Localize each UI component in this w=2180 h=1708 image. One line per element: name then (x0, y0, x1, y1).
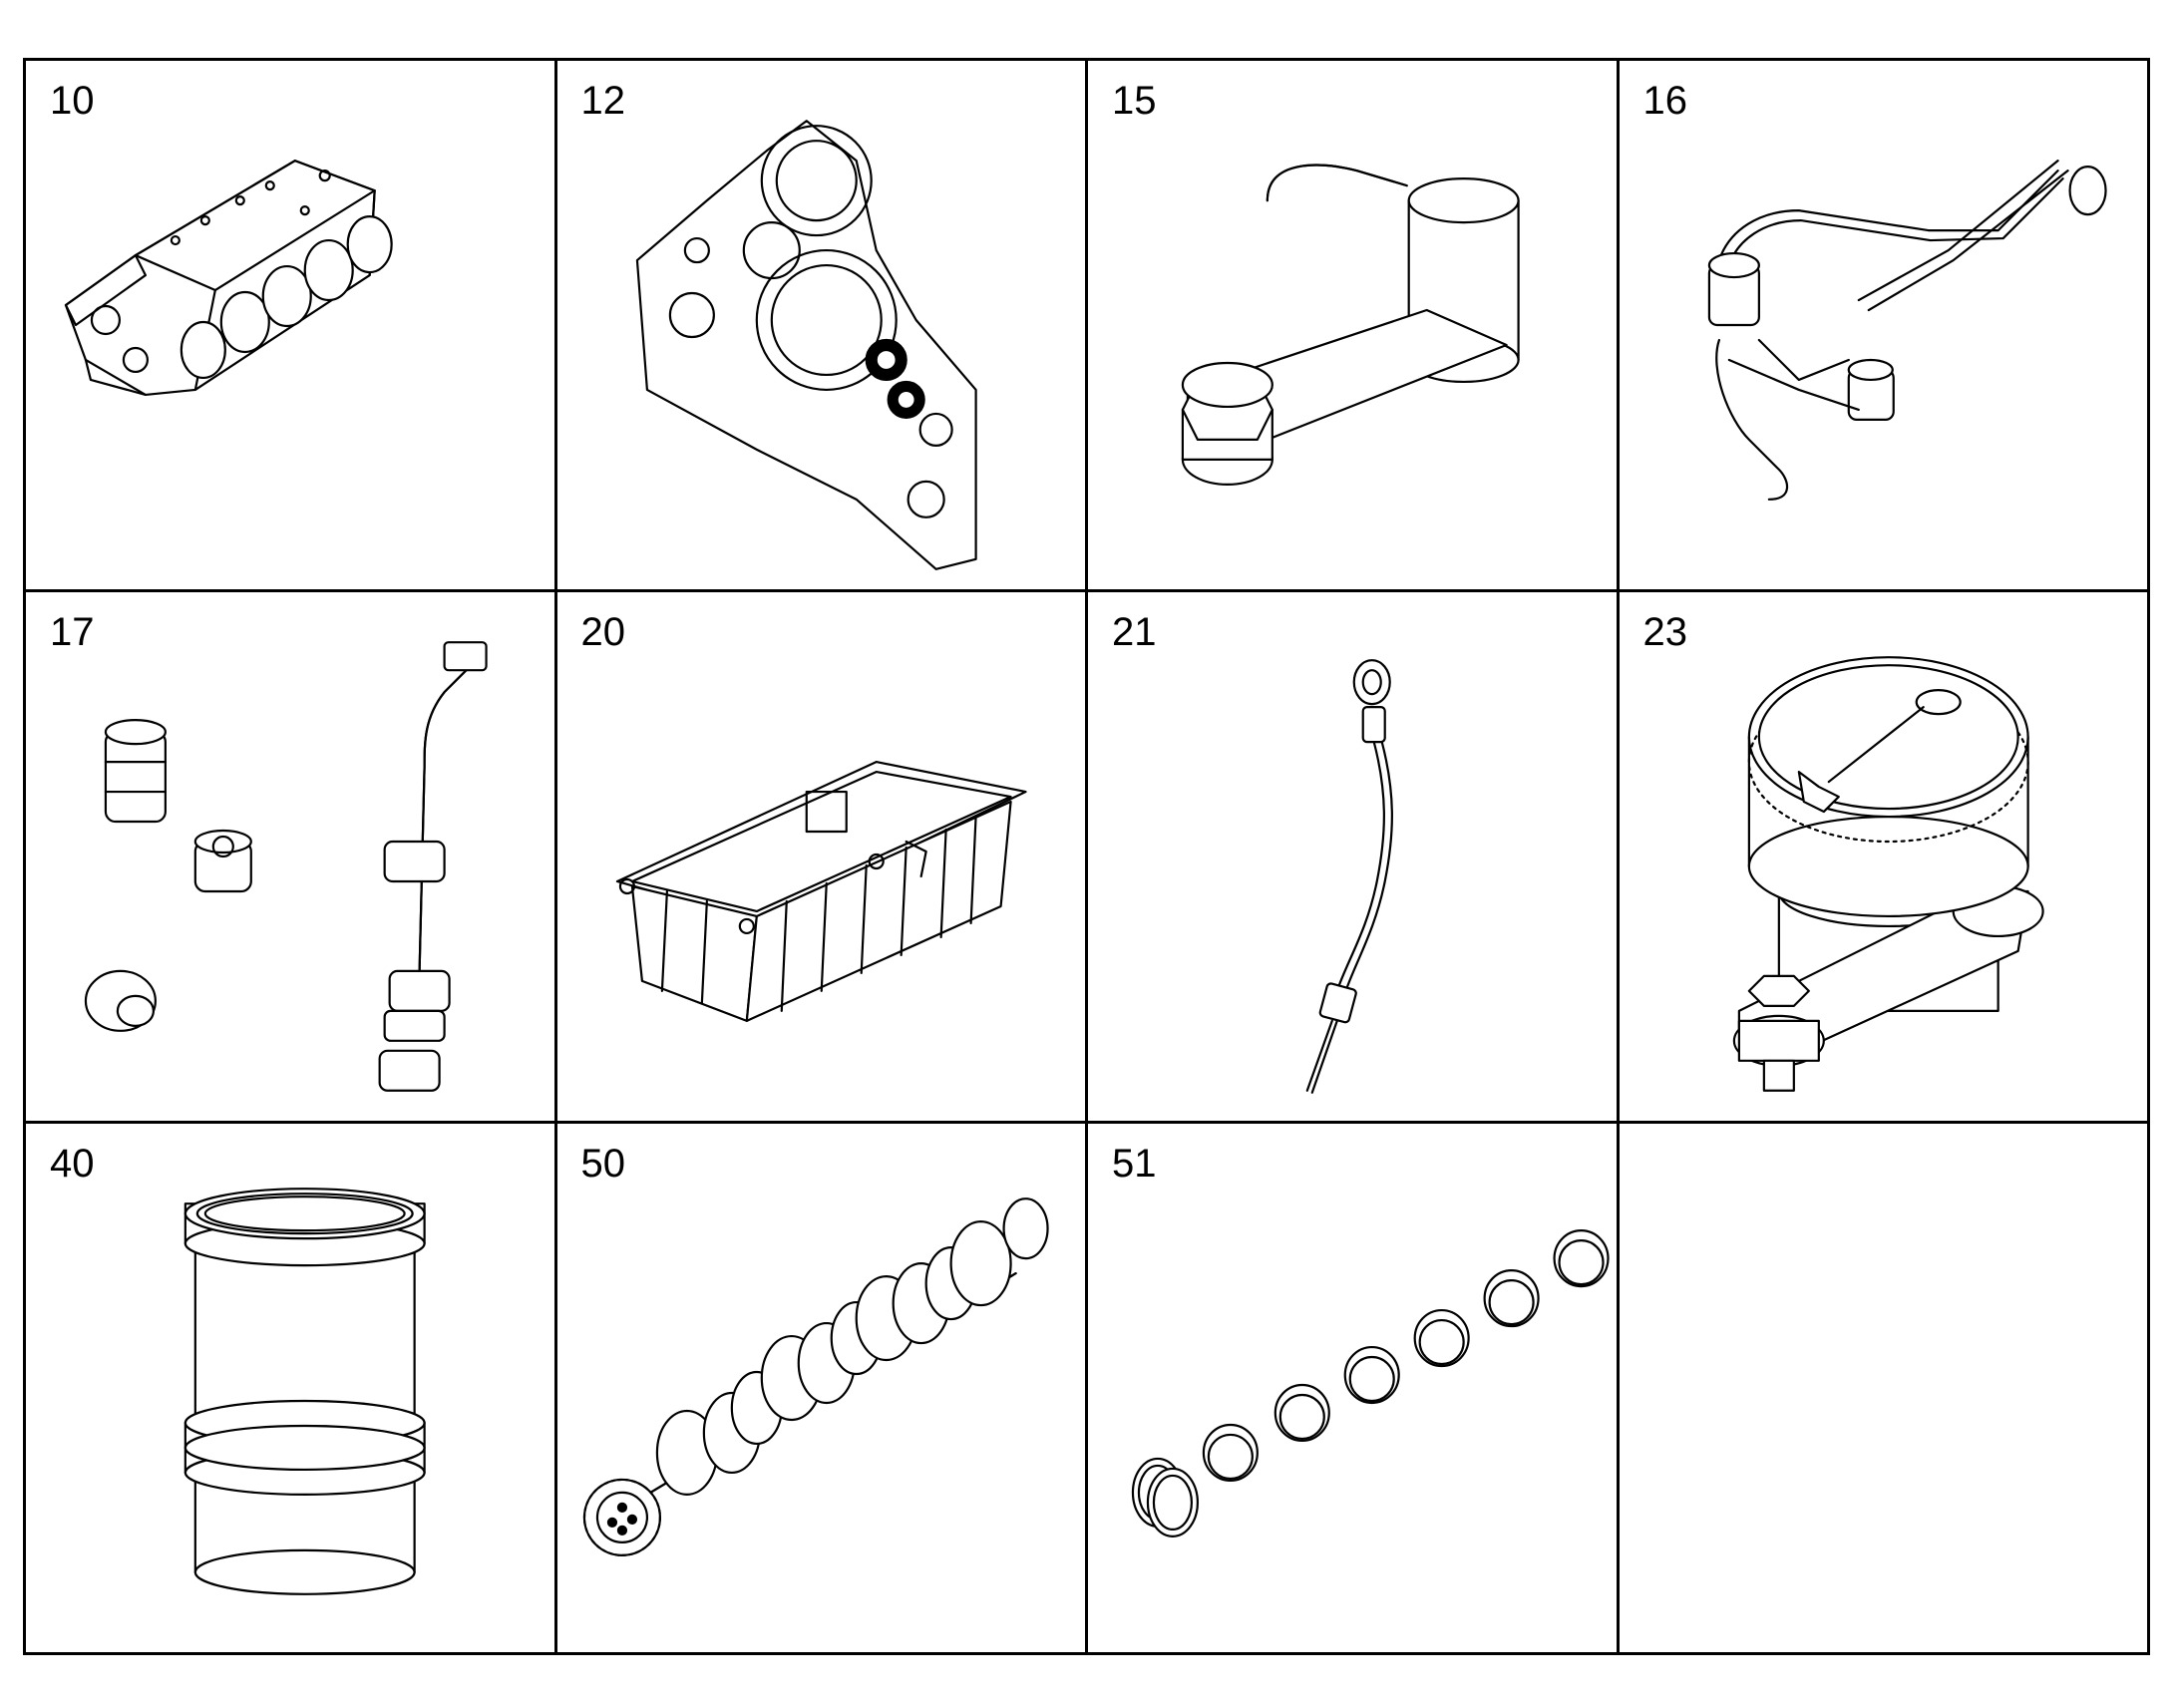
part-cell-17[interactable]: 17 (26, 592, 557, 1124)
part-number: 17 (50, 610, 95, 654)
part-number: 51 (1112, 1142, 1157, 1186)
part-number: 20 (580, 610, 626, 654)
timing-gear-housing-icon (635, 120, 977, 570)
part-number: 12 (580, 79, 626, 123)
oil-sump-icon (615, 760, 1027, 1022)
engine-block-icon (64, 160, 393, 397)
part-cell-50[interactable]: 50 (556, 1124, 1088, 1655)
part-cell-15[interactable]: 15 (1088, 61, 1620, 592)
plugs-and-pipe-icon (84, 641, 488, 1092)
part-cell-20[interactable]: 20 (556, 592, 1088, 1124)
oil-cooler-pipe-assembly-icon (1707, 160, 2107, 501)
part-number: 40 (50, 1142, 95, 1186)
parts-grid: 10 12 (23, 58, 2150, 1655)
part-number: 50 (580, 1142, 626, 1186)
part-number: 10 (50, 79, 95, 123)
part-cell-10[interactable]: 10 (26, 61, 557, 592)
cylinder-liner-icon (183, 1188, 426, 1595)
part-number: 23 (1642, 610, 1688, 654)
part-cell-40[interactable]: 40 (26, 1124, 557, 1655)
part-cell-16[interactable]: 16 (1619, 61, 2150, 592)
main-bearing-shells-icon (1131, 1229, 1610, 1537)
part-cell-12[interactable]: 12 (556, 61, 1088, 592)
part-number: 21 (1112, 610, 1157, 654)
dipstick-icon (1305, 659, 1393, 1094)
part-number: 16 (1642, 79, 1688, 123)
oil-filler-cap-icon (1732, 656, 2044, 1092)
part-cell-21[interactable]: 21 (1088, 592, 1620, 1124)
part-cell-51[interactable]: 51 (1088, 1124, 1620, 1655)
crankshaft-icon (582, 1197, 1049, 1556)
oil-pipe-bracket-icon (1181, 164, 1520, 486)
part-cell-23[interactable]: 23 (1619, 592, 2150, 1124)
empty-cell (1619, 1124, 2150, 1655)
part-number: 15 (1112, 79, 1157, 123)
